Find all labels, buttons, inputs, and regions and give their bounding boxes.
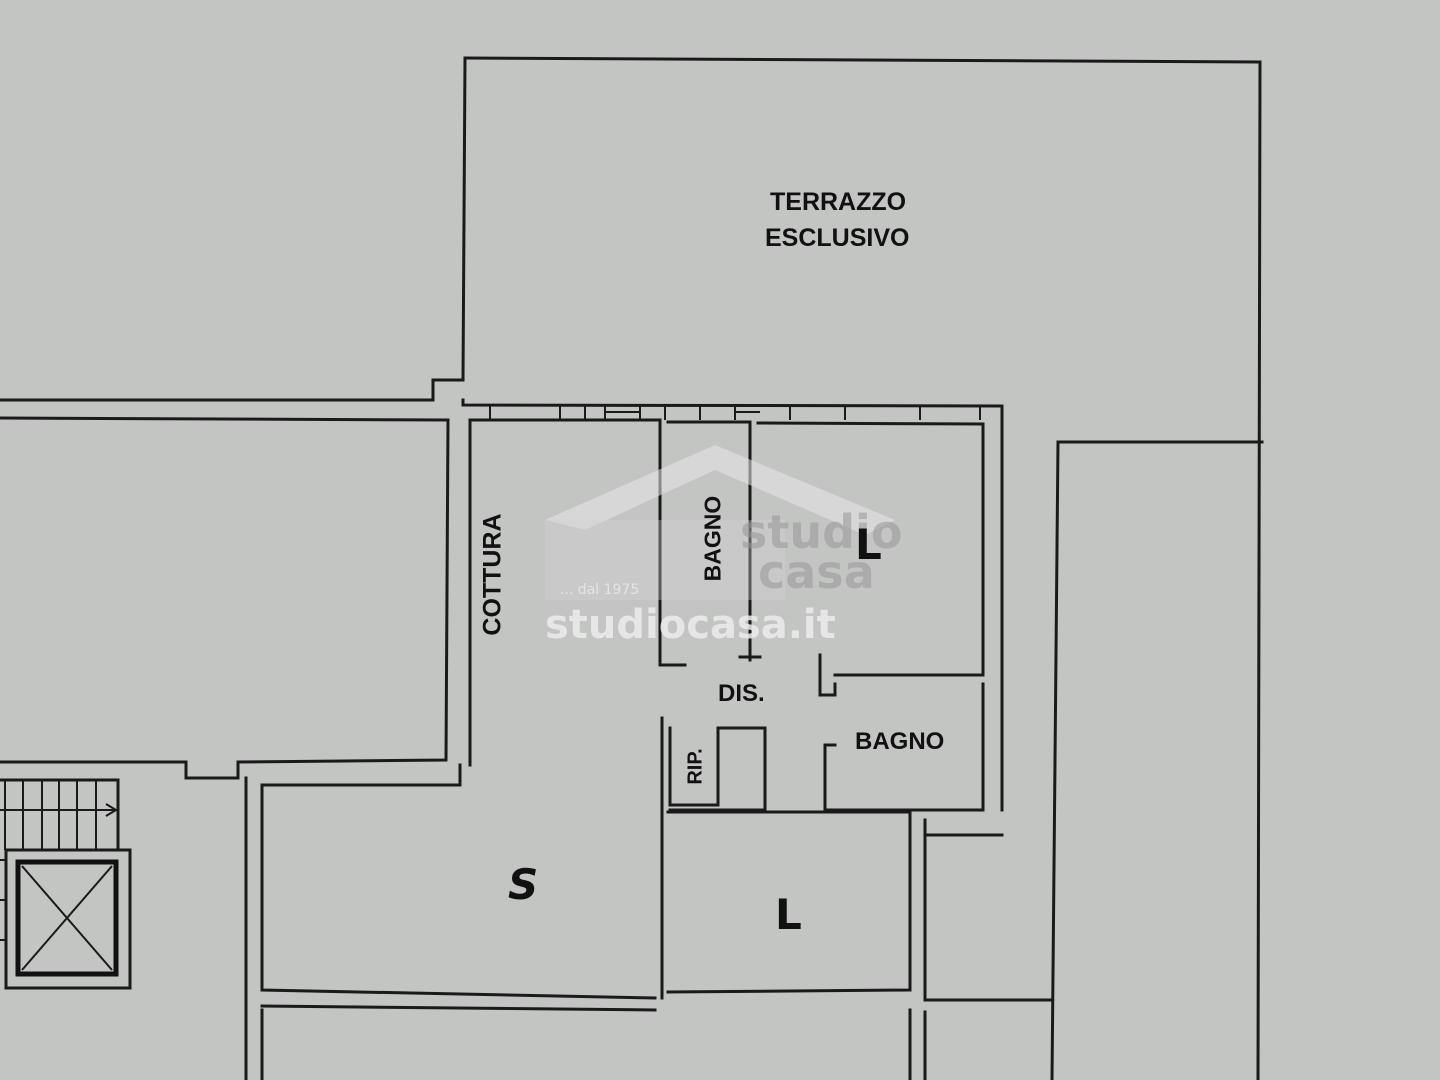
terrace-label-line1: TERRAZZO [770,188,907,216]
bedroom2-handwritten-mark: L [775,890,802,939]
bedroom1-handwritten-mark: L [855,520,882,569]
storage-label: RIP. [684,748,707,785]
watermark-url: studiocasa.it [545,602,836,648]
watermark-brand-bottom: casa [758,545,875,599]
bath2-label: BAGNO [855,728,945,755]
cooking-label: COTTURA [478,513,507,636]
watermark-since: ... dal 1975 [560,582,640,598]
living-handwritten-mark: S [508,860,539,909]
hall-label: DIS. [718,680,765,707]
watermark-brand-top: studio [740,505,903,559]
terrace-label-line2: ESCLUSIVO [765,224,910,252]
house-logo-icon [545,445,895,600]
bath1-label: BAGNO [699,495,726,582]
